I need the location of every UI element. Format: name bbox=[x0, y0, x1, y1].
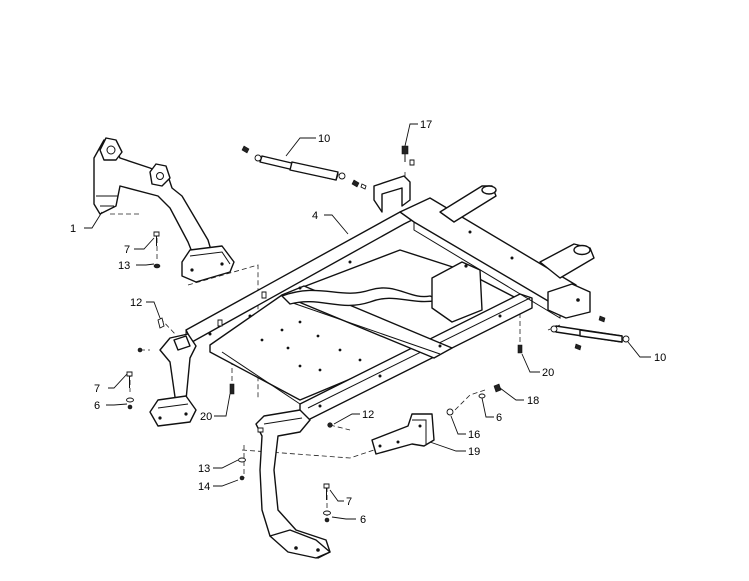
callout-7-front: 7 bbox=[346, 496, 352, 508]
cylinder-part-10-top bbox=[241, 145, 367, 190]
callout-12-left: 12 bbox=[130, 297, 142, 309]
main-frame-part-4 bbox=[185, 175, 595, 421]
callout-6-right: 6 bbox=[496, 412, 502, 424]
callout-12-front: 12 bbox=[362, 409, 374, 421]
callout-7-left: 7 bbox=[94, 383, 100, 395]
hitch-mast-part-1 bbox=[93, 137, 235, 283]
callout-10-top: 10 bbox=[318, 133, 330, 145]
left-leg bbox=[149, 333, 197, 427]
hardware bbox=[126, 145, 523, 523]
front-leg bbox=[255, 409, 331, 559]
callout-20-left: 20 bbox=[200, 411, 212, 423]
callout-7-upper: 7 bbox=[124, 244, 130, 256]
callout-19: 19 bbox=[468, 446, 480, 458]
callout-18: 18 bbox=[527, 395, 539, 407]
cylinder-part-10-right bbox=[550, 315, 630, 351]
callout-16: 16 bbox=[468, 429, 480, 441]
callout-13-front: 13 bbox=[198, 463, 210, 475]
leader-lines bbox=[84, 123, 651, 520]
callout-1: 1 bbox=[70, 223, 76, 235]
callout-13-upper: 13 bbox=[118, 260, 130, 272]
callout-6-front: 6 bbox=[360, 514, 366, 526]
callout-14: 14 bbox=[198, 481, 210, 493]
callout-6-left: 6 bbox=[94, 400, 100, 412]
callout-17: 17 bbox=[420, 119, 432, 131]
callout-4: 4 bbox=[312, 210, 318, 222]
callout-10-right: 10 bbox=[654, 352, 666, 364]
callout-20-right: 20 bbox=[542, 367, 554, 379]
callout-labels: 1 10 17 4 7 13 12 7 6 20 12 13 14 7 6 20… bbox=[70, 119, 666, 526]
mounting-plate-part-19 bbox=[371, 413, 435, 455]
